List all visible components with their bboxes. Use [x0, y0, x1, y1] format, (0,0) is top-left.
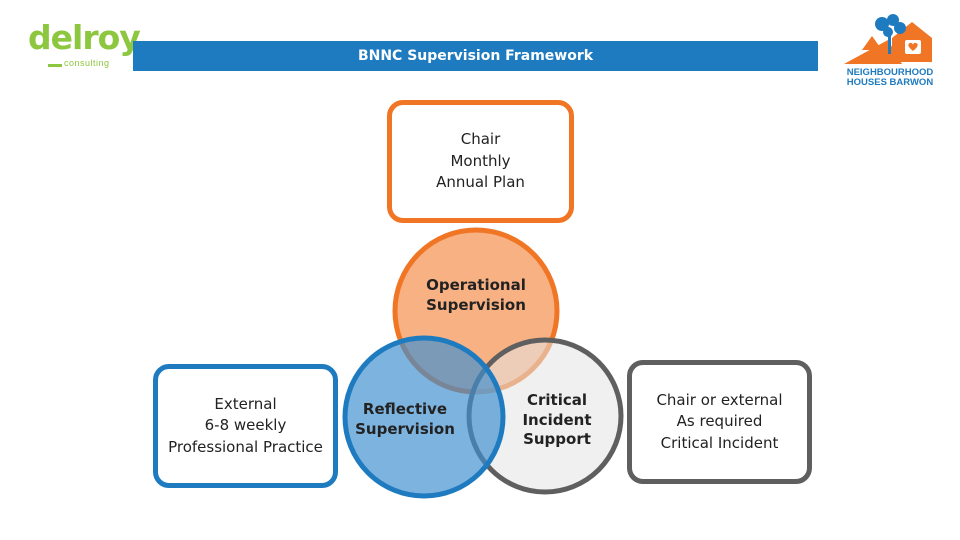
circle-reflective [342, 335, 506, 499]
circle-operational-label: Operational Supervision [400, 276, 552, 315]
box-left-line1: External [214, 394, 277, 413]
neighbourhood-houses-logo: NEIGHBOURHOOD HOUSES BARWON [842, 10, 938, 90]
box-critical-incident: Chair or external As required Critical I… [627, 360, 812, 484]
house-tree-logo-icon [844, 14, 932, 64]
delroy-logo: delroy consulting [28, 18, 141, 68]
circle-reflective-line2: Supervision [355, 419, 455, 438]
circle-reflective-line1: Reflective [362, 400, 448, 418]
box-right-line1: Chair or external [656, 390, 783, 409]
title-bar: BNNC Supervision Framework [133, 41, 818, 71]
delroy-logo-word: delroy [28, 18, 141, 57]
circle-operational-line2: Supervision [426, 295, 526, 314]
box-top-line2: Monthly [450, 151, 511, 170]
box-right-line3: Critical Incident [660, 433, 779, 452]
circle-critical-line1: Critical [526, 391, 587, 409]
box-right-line2: As required [676, 412, 763, 431]
circle-operational-line1: Operational [426, 276, 526, 294]
delroy-logo-bar [48, 64, 62, 67]
logo-text-line1: NEIGHBOURHOOD [846, 67, 934, 78]
circle-reflective-label: Reflective Supervision [350, 400, 460, 439]
circle-critical-line3: Support [523, 430, 591, 448]
box-external: External 6-8 weekly Professional Practic… [153, 364, 338, 488]
logo-text-line2: HOUSES BARWON [846, 77, 934, 88]
page-title: BNNC Supervision Framework [357, 48, 594, 64]
box-top-line1: Chair [460, 130, 501, 149]
box-left-line3: Professional Practice [168, 437, 323, 456]
box-chair-monthly: Chair Monthly Annual Plan [387, 100, 574, 223]
circle-critical-label: Critical Incident Support [505, 391, 609, 450]
circle-critical-line2: Incident [522, 410, 592, 429]
box-top-line3: Annual Plan [436, 173, 525, 192]
box-left-line2: 6-8 weekly [204, 416, 287, 435]
delroy-logo-sub: consulting [64, 58, 110, 68]
